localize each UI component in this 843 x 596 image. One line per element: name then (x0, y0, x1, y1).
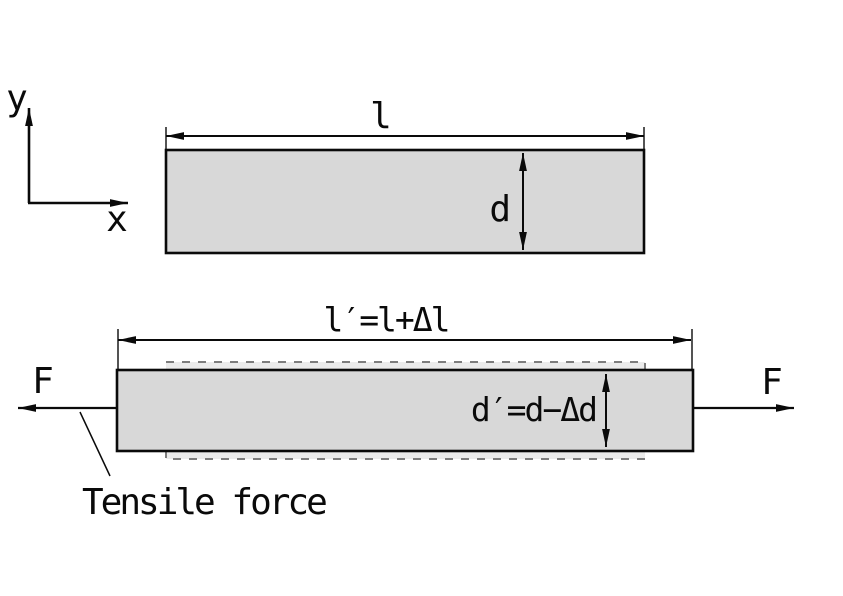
coordinate-axes: y x (6, 78, 128, 240)
stretched-length-label: l′=l+Δl (323, 300, 448, 339)
length-label: l (370, 96, 392, 137)
left-force-label: F (32, 361, 54, 402)
original-bar-group: l d (164, 96, 646, 255)
stretched-bar-group: l′=l+Δl d′=d−Δd (115, 300, 695, 460)
force-arrows: F F (18, 361, 794, 412)
y-axis-label: y (6, 78, 28, 119)
caption-group: Tensile force (79, 411, 329, 523)
original-bar (164, 148, 646, 255)
tensile-force-caption: Tensile force (82, 482, 326, 523)
x-axis-label: x (106, 199, 128, 240)
stretched-bar (115, 368, 695, 453)
stretched-depth-label: d′=d−Δd (471, 390, 596, 429)
caption-leader-line (79, 411, 111, 477)
right-force-label: F (761, 362, 783, 403)
depth-label: d (489, 189, 511, 230)
